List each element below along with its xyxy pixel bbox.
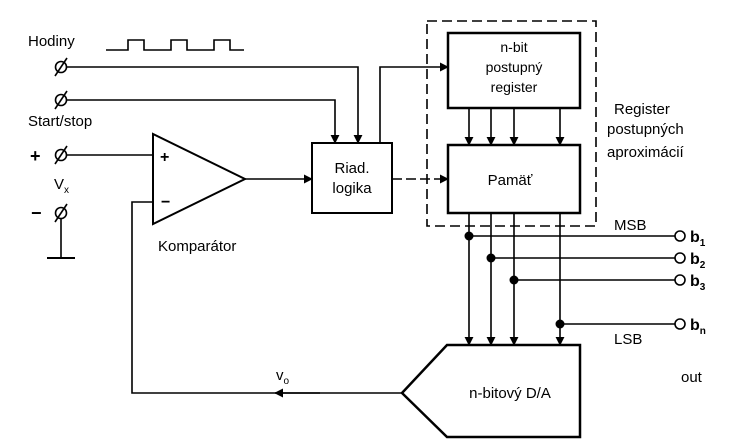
junction-dots bbox=[464, 231, 565, 329]
bit-label-bn: bn bbox=[690, 317, 706, 337]
comparator-label: Komparátor bbox=[158, 238, 236, 255]
lsb-label: LSB bbox=[614, 331, 642, 348]
clock-label: Hodiny bbox=[28, 33, 75, 50]
start-stop-terminal bbox=[54, 90, 68, 110]
clock-terminal bbox=[54, 57, 68, 77]
sar-group-label-2: postupných bbox=[607, 121, 684, 138]
feedback-wire bbox=[131, 201, 402, 394]
bit-terminals bbox=[674, 230, 686, 330]
shift-register-line3: register bbox=[491, 79, 538, 95]
bit-label-b1: b1 bbox=[690, 229, 706, 249]
control-logic-block bbox=[311, 142, 393, 214]
register-to-memory-wires bbox=[464, 108, 565, 146]
memory-block bbox=[446, 143, 582, 215]
clock-wire bbox=[66, 66, 363, 144]
bit-label-b2: b2 bbox=[690, 251, 706, 271]
sar-group-border bbox=[426, 20, 597, 227]
dac-block bbox=[400, 343, 582, 439]
shift-register-block bbox=[446, 31, 582, 110]
control-logic-line1: Riad. bbox=[334, 160, 369, 177]
bit-output-wires bbox=[469, 235, 675, 325]
msb-label: MSB bbox=[614, 217, 647, 234]
out-label: out bbox=[681, 369, 703, 386]
logic-to-register-wire bbox=[379, 62, 449, 143]
plus-sign: + bbox=[30, 146, 41, 166]
sar-group-label-1: Register bbox=[614, 101, 670, 118]
minus-sign: − bbox=[31, 203, 42, 223]
comparator-symbol bbox=[152, 132, 248, 226]
comparator-minus: − bbox=[161, 194, 170, 211]
dac-label: n-bitový D/A bbox=[469, 385, 551, 402]
comparator-plus: + bbox=[160, 149, 169, 166]
sar-group-label-3: aproximácií bbox=[607, 144, 685, 161]
start-stop-wire bbox=[66, 99, 340, 144]
vx-label: Vx bbox=[54, 176, 69, 196]
control-logic-line2: logika bbox=[332, 180, 372, 197]
vx-plus-terminal bbox=[54, 145, 68, 165]
shift-register-line2: postupný bbox=[486, 59, 543, 75]
vo-label: vo bbox=[276, 367, 290, 387]
bit-label-b3: b3 bbox=[690, 273, 706, 293]
memory-label: Pamäť bbox=[488, 172, 533, 189]
clock-waveform-icon bbox=[106, 39, 244, 51]
start-stop-label: Start/stop bbox=[28, 113, 92, 130]
shift-register-line1: n-bit bbox=[500, 39, 527, 55]
